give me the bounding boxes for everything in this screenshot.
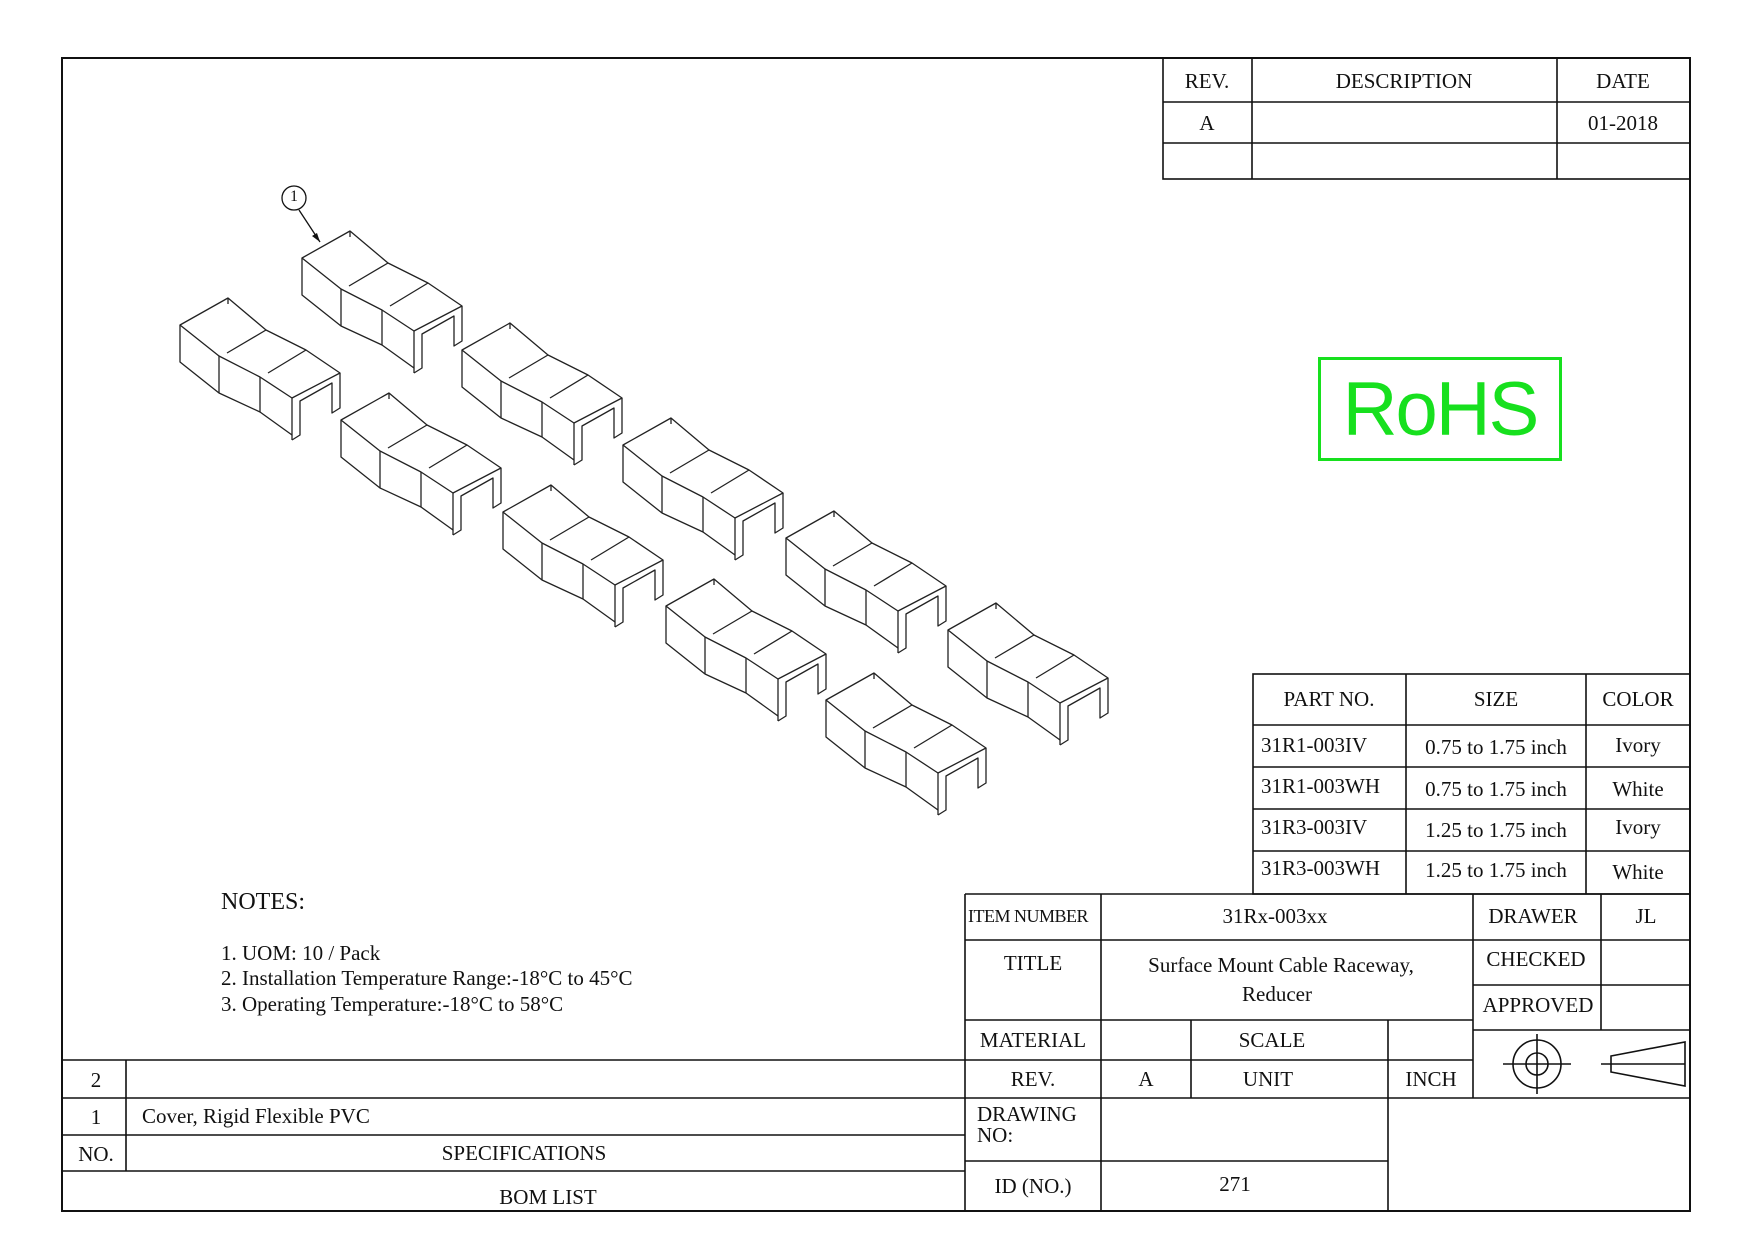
approved-label: APPROVED — [1482, 993, 1594, 1017]
note-line: 2. Installation Temperature Range:-18°C … — [221, 966, 633, 990]
part-no-cell: 31R3-003WH — [1261, 856, 1380, 880]
item-number-value: 31Rx-003xx — [1222, 904, 1328, 928]
color-header: COLOR — [1602, 687, 1674, 711]
item-number-label: ITEM NUMBER — [968, 906, 1089, 926]
rev-label: REV. — [1010, 1067, 1056, 1091]
balloon-callout — [281, 185, 321, 243]
bom-header-spec: SPECIFICATIONS — [441, 1141, 607, 1165]
drawing-no-label-1: DRAWING — [977, 1102, 1077, 1126]
id-value: 271 — [1219, 1172, 1251, 1196]
revision-value: A — [1199, 111, 1215, 135]
title-line-1: Surface Mount Cable Raceway, — [1148, 953, 1414, 977]
drawer-label: DRAWER — [1488, 904, 1578, 928]
note-line: 3. Operating Temperature:-18°C to 58°C — [221, 992, 564, 1016]
notes-title: NOTES: — [221, 889, 305, 915]
color-cell: White — [1612, 860, 1664, 884]
title-label: TITLE — [1003, 951, 1063, 975]
unit-value: INCH — [1405, 1067, 1457, 1091]
bom-row-no: 2 — [90, 1068, 102, 1092]
balloon-number: 1 — [290, 188, 298, 205]
size-cell: 0.75 to 1.75 inch — [1425, 735, 1567, 759]
color-cell: Ivory — [1615, 733, 1661, 757]
rohs-mark: RoHS — [1318, 357, 1562, 461]
drawer-value: JL — [1635, 904, 1657, 928]
size-cell: 1.25 to 1.75 inch — [1425, 818, 1567, 842]
bom-header-no: NO. — [78, 1142, 114, 1166]
note-line: 1. UOM: 10 / Pack — [221, 941, 381, 965]
rev-value: A — [1138, 1067, 1154, 1091]
title-line-2: Reducer — [1242, 982, 1312, 1006]
part-no-cell: 31R1-003WH — [1261, 774, 1380, 798]
unit-label: UNIT — [1242, 1067, 1294, 1091]
bom-row-spec: Cover, Rigid Flexible PVC — [142, 1104, 370, 1128]
scale-label: SCALE — [1238, 1028, 1306, 1052]
rev-header: REV. — [1184, 69, 1230, 93]
material-label: MATERIAL — [979, 1028, 1087, 1052]
description-header: DESCRIPTION — [1335, 69, 1473, 93]
bom-list-label: BOM LIST — [499, 1185, 597, 1209]
revision-date: 01-2018 — [1588, 111, 1658, 135]
date-header: DATE — [1596, 69, 1650, 93]
id-label: ID (NO.) — [994, 1174, 1072, 1198]
drawing-no-label-2: NO: — [977, 1123, 1014, 1147]
color-cell: White — [1612, 777, 1664, 801]
drawing-frame — [61, 57, 1691, 1212]
part-no-cell: 31R3-003IV — [1261, 815, 1368, 839]
size-cell: 0.75 to 1.75 inch — [1425, 777, 1567, 801]
checked-label: CHECKED — [1486, 947, 1586, 971]
part-no-cell: 31R1-003IV — [1261, 733, 1368, 757]
bom-row-no: 1 — [90, 1105, 102, 1129]
color-cell: Ivory — [1615, 815, 1661, 839]
projection-symbol-icon — [1503, 1034, 1686, 1094]
size-cell: 1.25 to 1.75 inch — [1425, 858, 1567, 882]
size-header: SIZE — [1473, 687, 1519, 711]
part-no-header: PART NO. — [1283, 687, 1375, 711]
